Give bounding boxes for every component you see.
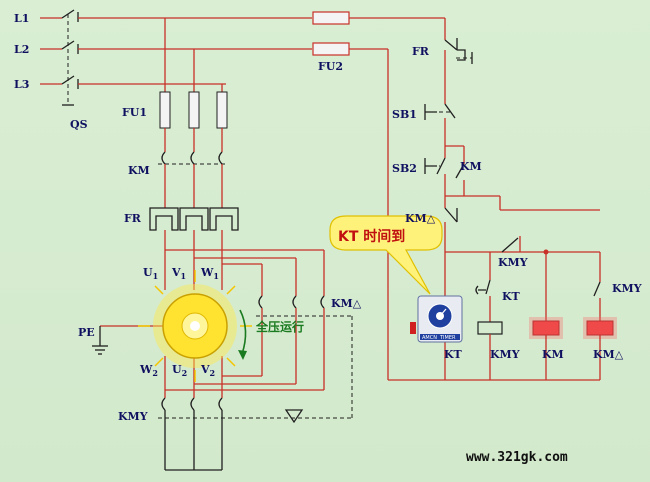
label-v1: V1: [171, 266, 186, 281]
label-sb1: SB1: [392, 108, 417, 121]
label-kt-coil: KT: [444, 348, 463, 361]
label-kmy-right: KMY: [612, 282, 642, 295]
label-fu2: FU2: [318, 60, 343, 73]
label-fr-ctrl: FR: [412, 45, 430, 58]
label-kmy-coil: KMY: [490, 348, 520, 361]
label-kmy-main: KMY: [118, 410, 148, 423]
label-v2: V2: [200, 363, 215, 378]
label-km-aux: KM: [460, 160, 482, 173]
label-sb2: SB2: [392, 162, 417, 175]
labels: L1 L2 L3 QS FU1 FU2 KM FR U1 V1 W1 PE W2…: [14, 12, 642, 423]
label-kmd-main: KM△: [331, 297, 362, 310]
fuse-fu2: [312, 11, 445, 56]
label-l3: L3: [14, 78, 29, 91]
timer-callout: KT 时间到: [329, 215, 443, 295]
website-watermark: www.321gk.com: [466, 450, 568, 465]
label-w2: W2: [139, 363, 158, 378]
label-u2: U2: [172, 363, 187, 378]
motor: [138, 270, 252, 382]
label-kmd-aux: KM△: [405, 212, 436, 225]
label-kt-contact: KT: [502, 290, 521, 303]
label-fu1: FU1: [122, 106, 147, 119]
label-w1: W1: [200, 266, 219, 281]
control-circuit: [387, 18, 617, 381]
callout-text: KT 时间到: [338, 228, 405, 245]
label-l1: L1: [14, 12, 29, 25]
label-fr-main: FR: [124, 212, 142, 225]
label-km-main: KM: [128, 164, 150, 177]
motor-status-text: 全压运行: [255, 319, 304, 334]
label-km-coil: KM: [542, 348, 564, 361]
label-kmd-coil: KM△: [593, 348, 624, 361]
main-branch: [92, 18, 353, 471]
label-qs: QS: [70, 118, 88, 131]
label-pe: PE: [78, 326, 95, 339]
power-lines: [40, 9, 312, 106]
label-kmy-aux: KMY: [498, 256, 528, 269]
timer-model: TIMER: [439, 335, 456, 341]
timer-brand: AMCN: [422, 335, 437, 341]
label-u1: U1: [143, 266, 158, 281]
label-l2: L2: [14, 43, 29, 56]
